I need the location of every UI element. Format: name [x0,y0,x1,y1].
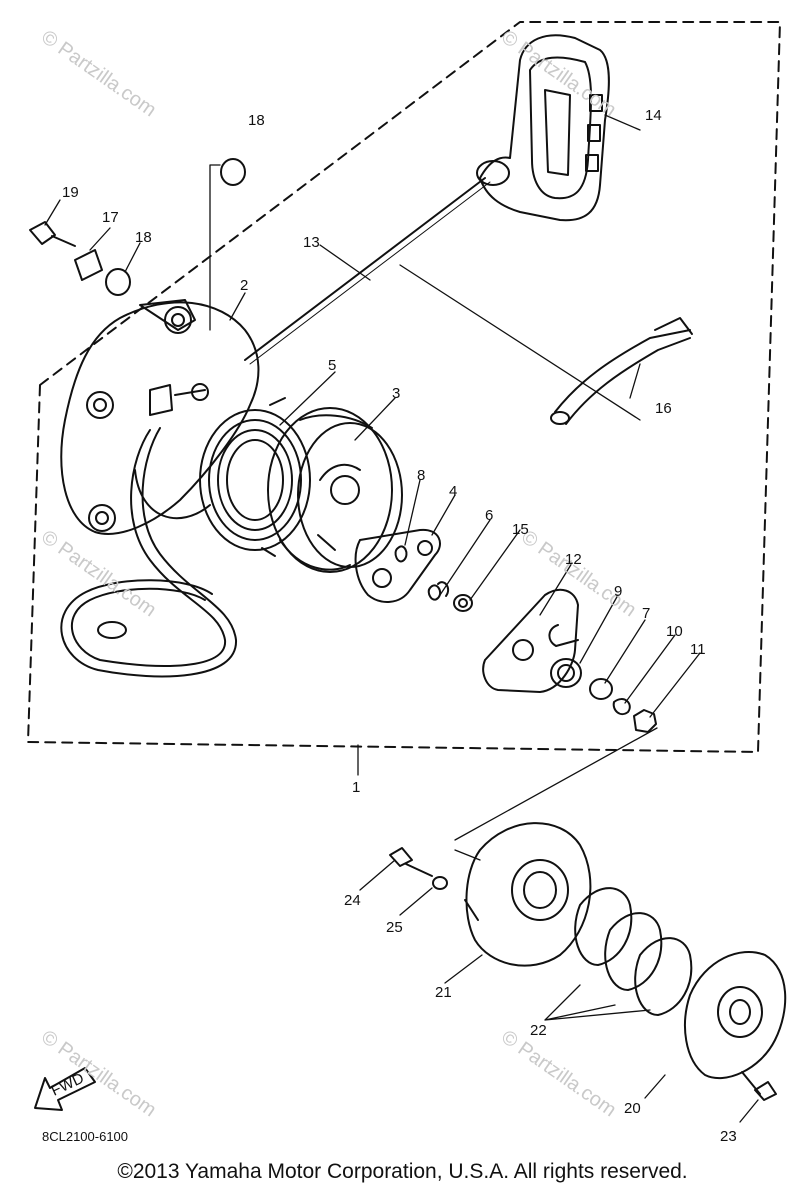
callout-19: 19 [62,184,79,201]
pawl-spring [394,545,408,563]
callout-11: 11 [690,641,706,658]
bolt-24 [389,847,433,877]
diagram-code: 8CL2100-6100 [42,1129,128,1144]
callout-21: 21 [435,984,452,1001]
callout-18-lower: 18 [135,229,152,246]
spring-washer-10 [612,698,631,716]
svg-text:© Partzilla.com: © Partzilla.com [37,26,160,121]
rope-reel [267,407,403,573]
washer-7 [589,678,613,700]
bolt-23 [741,1071,777,1101]
svg-text:© Partzilla.com: © Partzilla.com [497,1026,620,1121]
callout-3: 3 [392,385,400,402]
collar-17 [74,249,103,281]
nut-11 [633,709,657,733]
damper-18-upper [220,158,246,186]
callout-4: 4 [449,483,457,500]
callout-13: 13 [303,234,320,251]
rope-guide [550,317,693,425]
callout-15: 15 [512,521,529,538]
callout-18-upper: 18 [248,112,265,129]
callout-16: 16 [655,400,672,417]
callout-12: 12 [565,551,582,568]
friction-spring [427,581,450,601]
drive-pawl [354,528,441,603]
starter-rope [60,427,238,678]
watermarks: © Partzilla.com © Partzilla.com © Partzi… [37,26,640,1121]
callout-10: 10 [666,623,683,640]
leader-lines [44,114,759,1123]
callout-23: 23 [720,1128,737,1145]
callout-20: 20 [624,1100,641,1117]
drive-plate [464,822,592,967]
callout-17: 17 [102,209,119,226]
svg-text:© Partzilla.com: © Partzilla.com [37,526,160,621]
callout-14: 14 [645,107,662,124]
callout-1: 1 [352,779,360,796]
spacer-plates [574,887,693,1016]
part-callouts: 1 2 3 4 5 6 7 8 9 10 11 12 13 14 15 16 1… [62,107,737,1145]
callout-24: 24 [344,892,361,909]
damper-18-lower [105,268,131,296]
assembly-boundary [27,21,781,753]
washer-25 [432,876,448,890]
bolt-19 [29,221,76,247]
callout-2: 2 [240,277,248,294]
spiral-spring [199,397,311,557]
callout-9: 9 [614,583,622,600]
collar-9 [550,658,582,688]
copyright-notice: ©2013 Yamaha Motor Corporation, U.S.A. A… [117,1160,688,1183]
callout-22: 22 [530,1022,547,1039]
drive-pulley [684,950,787,1080]
starter-cable [244,177,486,361]
starter-handle [476,34,610,222]
callout-5: 5 [328,357,336,374]
callout-6: 6 [485,507,493,524]
starter-case [60,299,260,535]
callout-7: 7 [642,605,650,622]
callout-8: 8 [417,467,425,484]
washer-15 [453,594,473,612]
friction-plate [482,588,579,693]
callout-25: 25 [386,919,403,936]
